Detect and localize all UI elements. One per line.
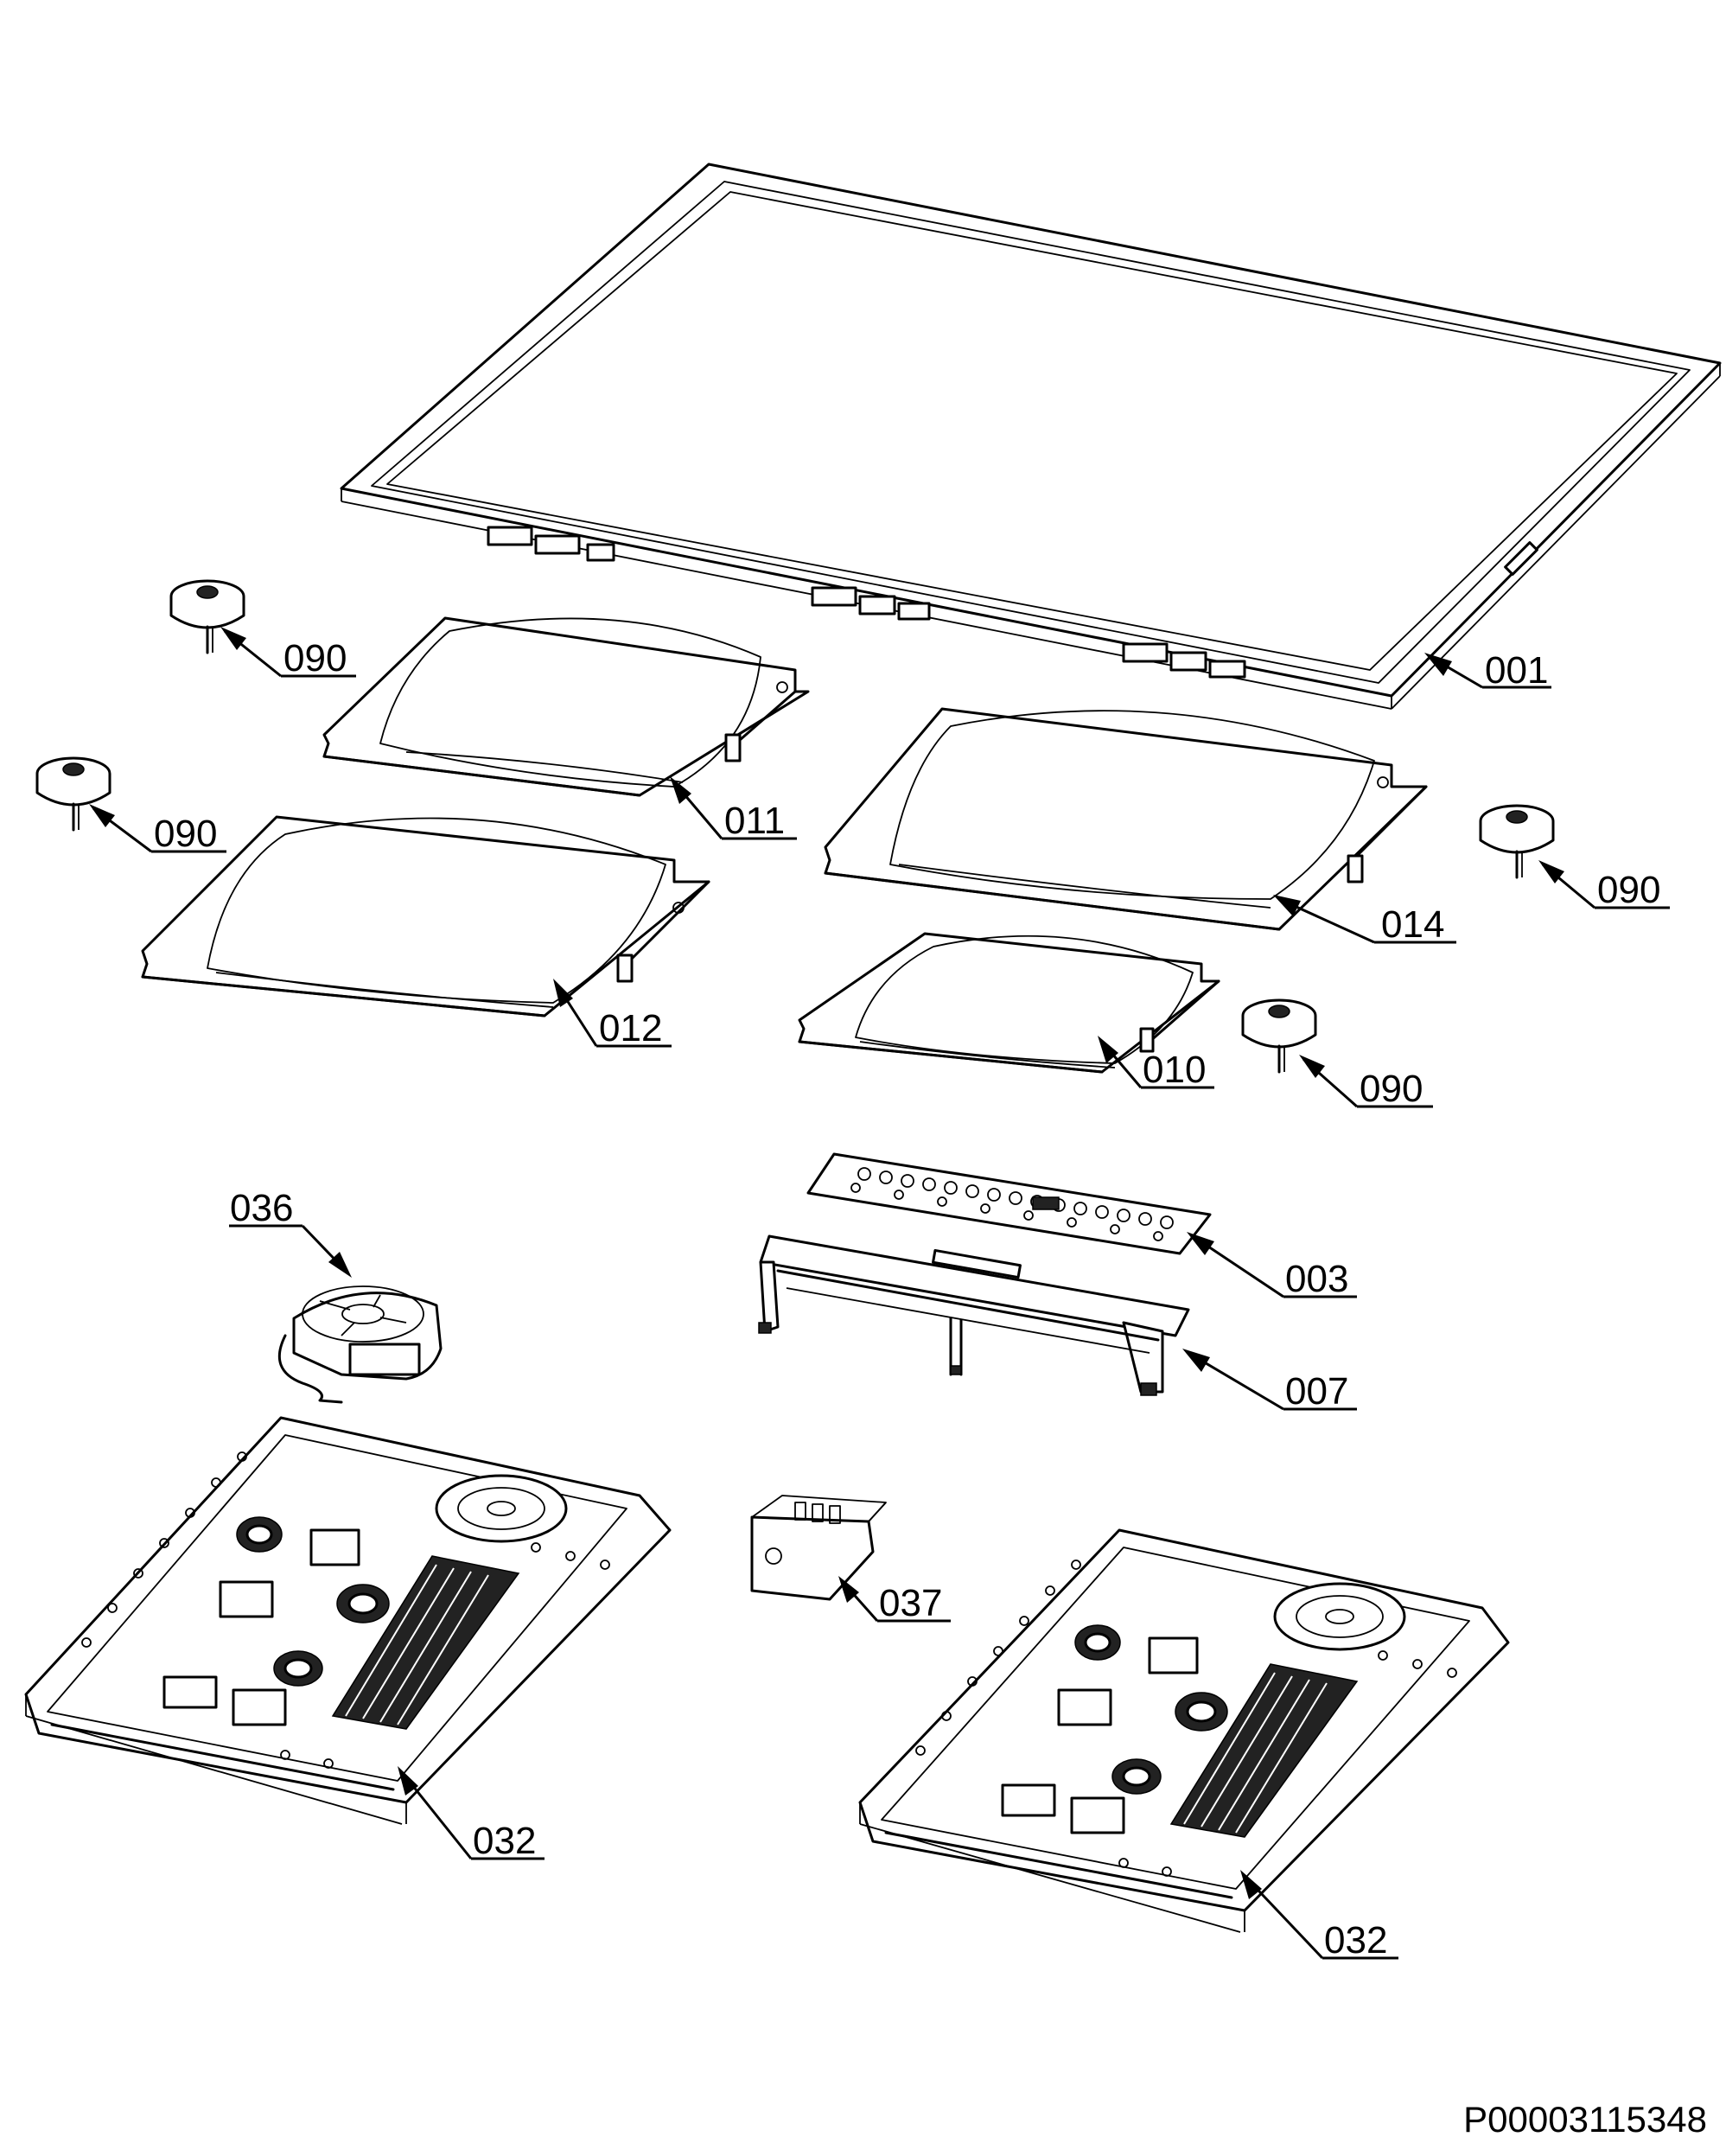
sensor-knob-a bbox=[169, 579, 245, 654]
callout-003: 003 bbox=[1187, 1232, 1357, 1300]
callout-label-090-d: 090 bbox=[1360, 1068, 1423, 1110]
callout-032-a: 032 bbox=[398, 1766, 545, 1862]
callout-090-a: 090 bbox=[220, 627, 356, 679]
callout-label-036: 036 bbox=[230, 1187, 293, 1229]
callout-001: 001 bbox=[1424, 649, 1551, 692]
callout-label-010: 010 bbox=[1143, 1049, 1206, 1091]
control-pcb bbox=[806, 1152, 1212, 1255]
filter-module bbox=[750, 1495, 887, 1601]
callout-007: 007 bbox=[1182, 1349, 1357, 1413]
induction-coil-014 bbox=[824, 707, 1428, 931]
power-board-b bbox=[858, 1528, 1510, 1933]
cooling-fan bbox=[277, 1285, 443, 1404]
callout-011: 011 bbox=[670, 776, 797, 842]
callout-label-012: 012 bbox=[599, 1007, 662, 1049]
sensor-knob-c bbox=[1479, 804, 1555, 879]
sensor-knob-b bbox=[35, 756, 111, 832]
callout-label-037: 037 bbox=[879, 1582, 942, 1624]
document-id: P00003115348 bbox=[1463, 2099, 1707, 2140]
callout-label-011: 011 bbox=[724, 800, 785, 842]
callout-label-007: 007 bbox=[1285, 1370, 1348, 1413]
callout-010: 010 bbox=[1098, 1036, 1214, 1091]
callout-036: 036 bbox=[229, 1187, 352, 1278]
induction-coil-010 bbox=[798, 932, 1220, 1074]
callout-label-003: 003 bbox=[1285, 1258, 1348, 1300]
callout-037: 037 bbox=[838, 1576, 951, 1624]
induction-coil-012 bbox=[141, 815, 710, 1017]
callout-032-b: 032 bbox=[1240, 1870, 1398, 1961]
callout-090-d: 090 bbox=[1299, 1055, 1433, 1110]
induction-coil-011 bbox=[322, 616, 810, 797]
callout-014: 014 bbox=[1273, 895, 1456, 946]
callout-012: 012 bbox=[553, 979, 672, 1049]
callout-090-b: 090 bbox=[89, 804, 226, 855]
callout-label-090-a: 090 bbox=[283, 637, 347, 679]
callout-label-001: 001 bbox=[1485, 649, 1548, 692]
callout-label-032-b: 032 bbox=[1324, 1919, 1387, 1961]
callout-label-090-c: 090 bbox=[1597, 869, 1660, 911]
control-housing bbox=[758, 1234, 1190, 1396]
callout-label-032-a: 032 bbox=[473, 1820, 536, 1862]
callout-label-014: 014 bbox=[1381, 903, 1444, 946]
power-board-a bbox=[24, 1416, 672, 1825]
callout-label-090-b: 090 bbox=[154, 813, 217, 855]
callout-090-c: 090 bbox=[1538, 860, 1670, 911]
glass-top-frame bbox=[340, 163, 1722, 710]
sensor-knob-d bbox=[1241, 998, 1317, 1074]
